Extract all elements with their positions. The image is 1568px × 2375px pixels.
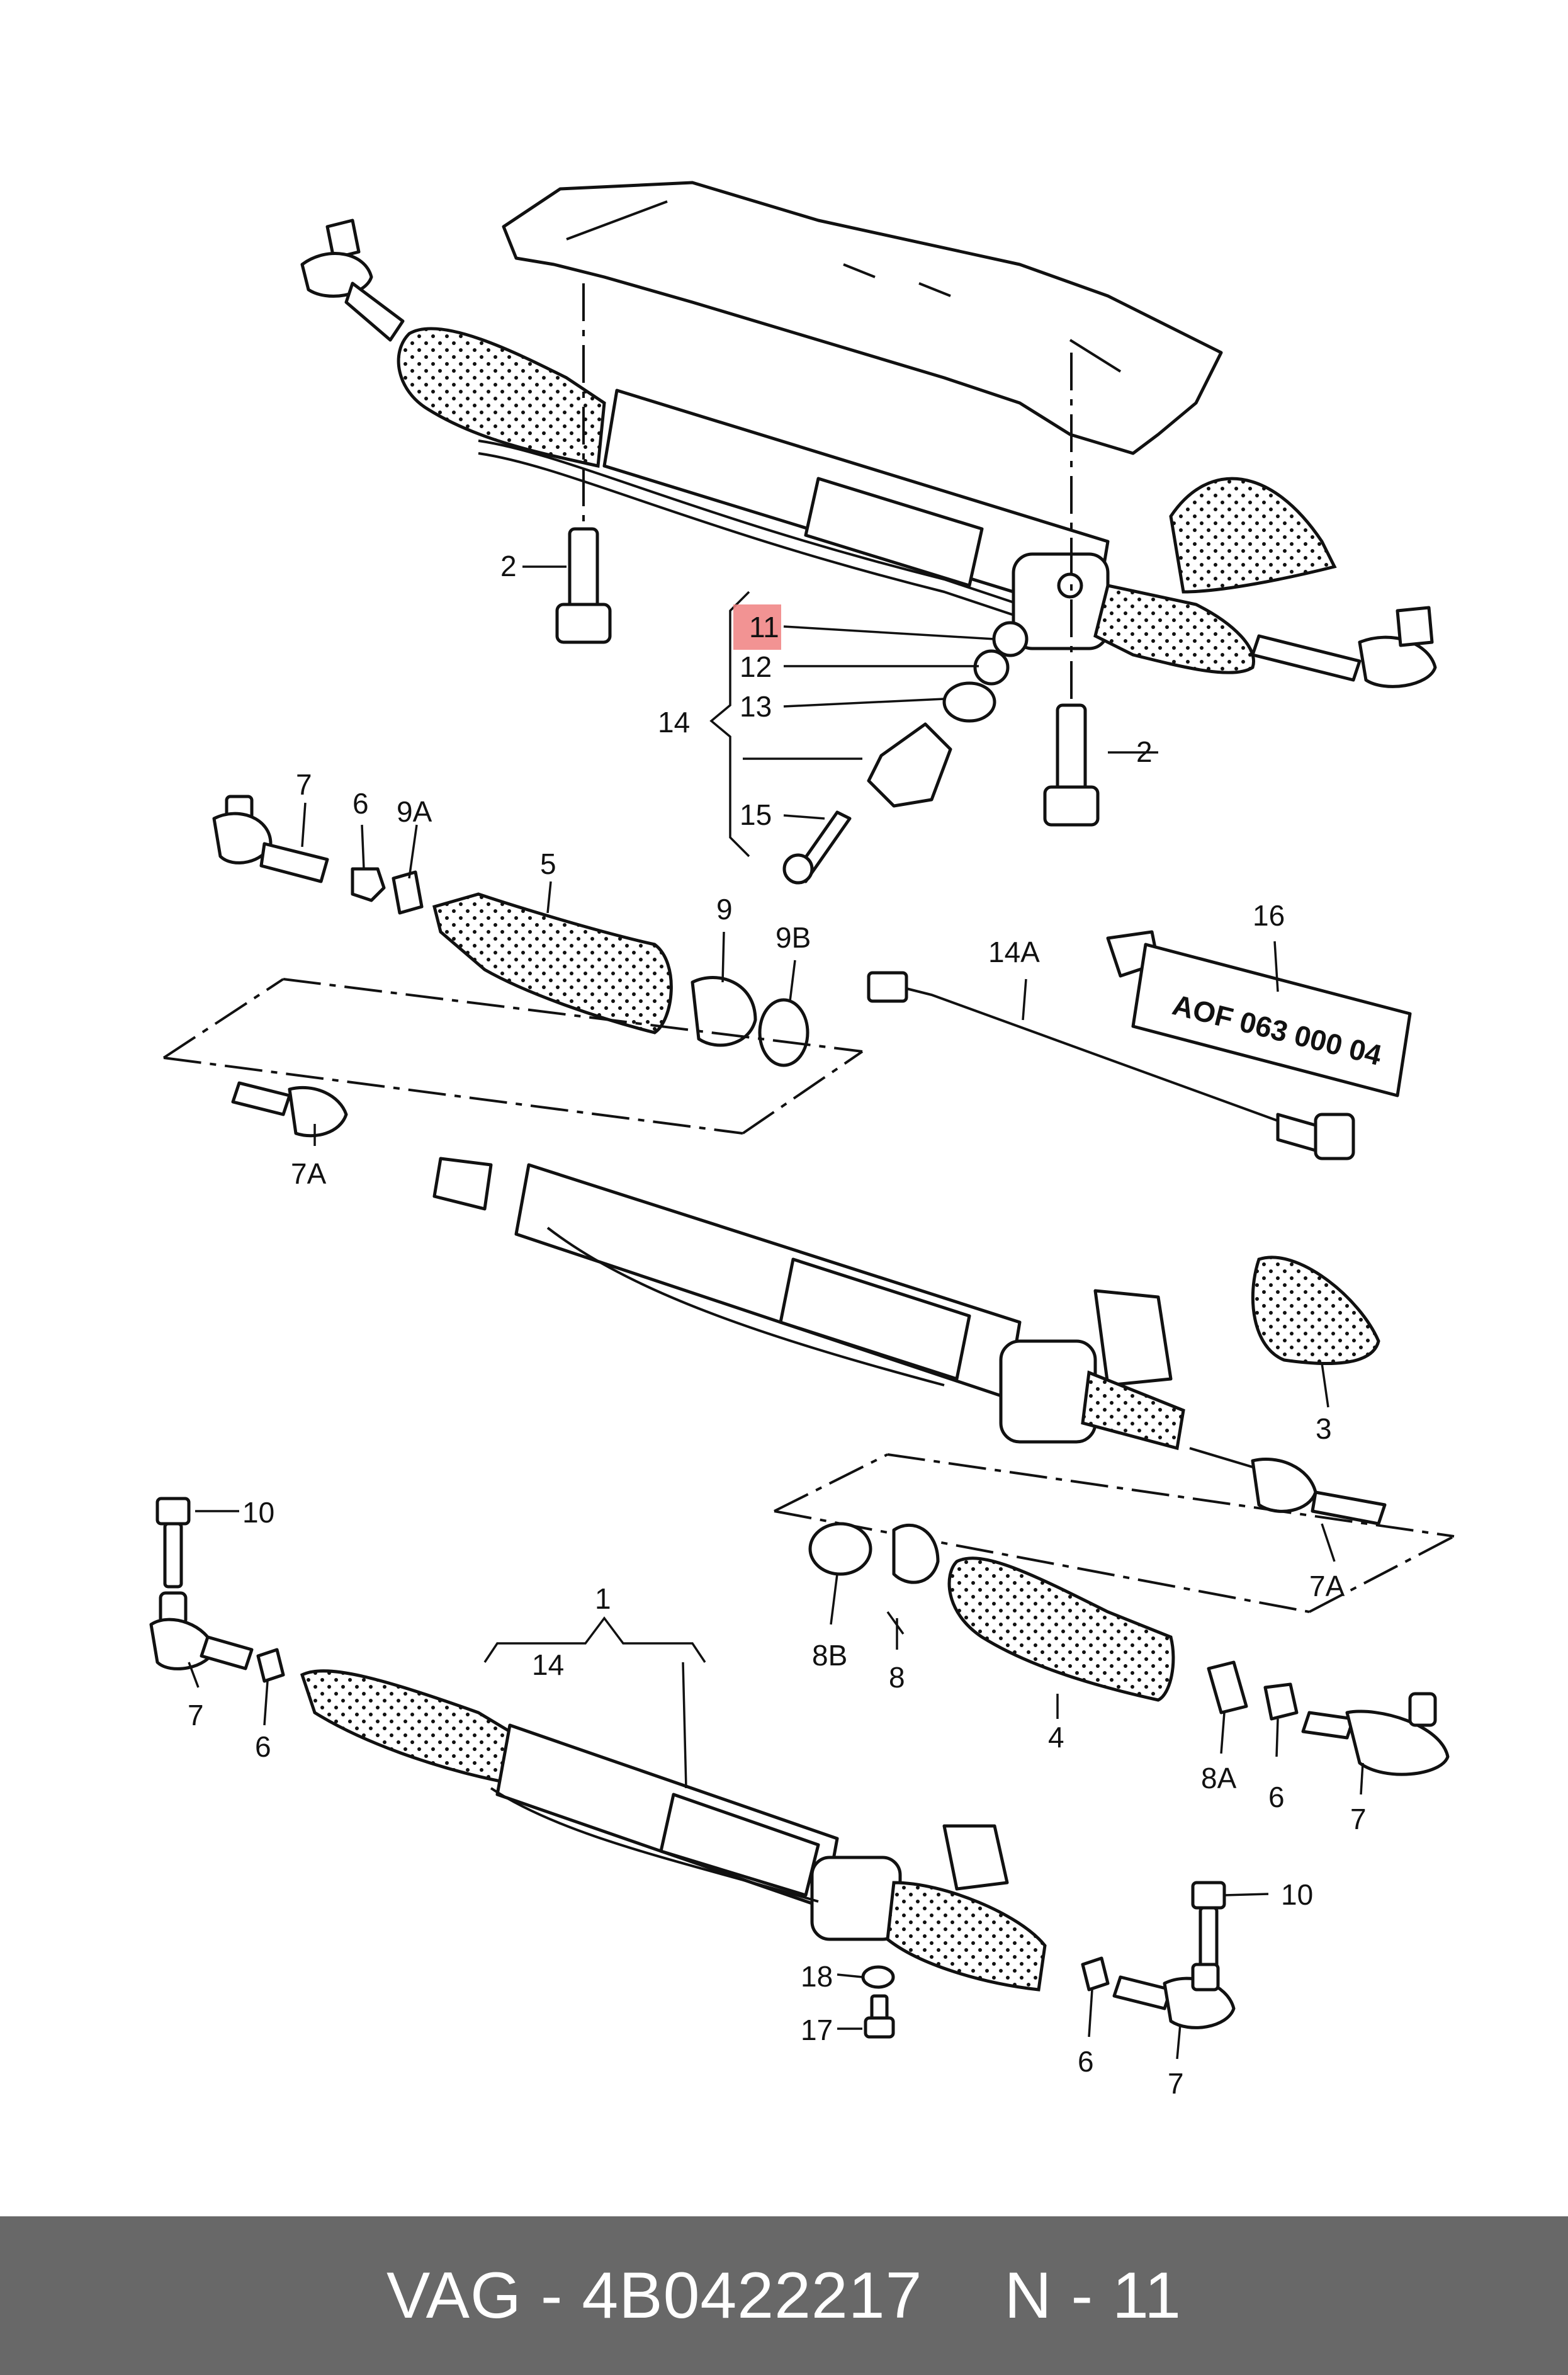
label-7A-top: 7A: [291, 1157, 327, 1190]
ring-12: [973, 649, 1010, 686]
tie-rod-7-bottom: [1112, 1963, 1236, 2029]
tie-rod-end-7A-top: [231, 1081, 348, 1138]
ring-13: [942, 681, 996, 723]
tie-rod-top-right: [1251, 606, 1437, 688]
label-7-bottom: 7: [1168, 2067, 1184, 2100]
label-7-mid: 7: [296, 768, 312, 801]
label-13: 13: [740, 690, 772, 723]
label-9A: 9A: [397, 795, 432, 828]
leader-lines: [188, 565, 1364, 2060]
clamp-8A: [1207, 1660, 1248, 1715]
label-3: 3: [1316, 1412, 1332, 1445]
label-11: 11: [749, 611, 779, 643]
nut-6-left: [256, 1648, 285, 1683]
label-8: 8: [889, 1661, 905, 1694]
label-7-left: 7: [188, 1699, 204, 1732]
label-9B: 9B: [776, 921, 811, 954]
label-2-left: 2: [500, 550, 517, 582]
bellows-5: [432, 892, 673, 1034]
seal-11: [992, 621, 1029, 657]
label-10-bottom: 10: [1281, 1878, 1313, 1911]
bolt-2-right: [1043, 703, 1100, 827]
cable-14A: [867, 971, 1355, 1160]
washer-18: [861, 1965, 895, 1989]
callout-labels: 11 12 13 14 15 2 2 7 6 9A 5 9 9B 14A 16 …: [188, 550, 1367, 2100]
highlight-11: [733, 604, 781, 650]
label-10-top: 10: [242, 1496, 274, 1529]
label-2-right: 2: [1136, 735, 1153, 768]
label-14-bottom: 14: [532, 1648, 564, 1681]
boot-3: [1251, 1256, 1380, 1366]
label-6-right: 6: [1268, 1781, 1285, 1813]
label-5: 5: [540, 847, 556, 880]
clamp-9: [691, 976, 757, 1047]
tie-rod-7: [212, 795, 329, 883]
part-number: VAG - 4B0422217: [386, 2259, 923, 2332]
label-6-bottom: 6: [1078, 2045, 1094, 2078]
label-8B: 8B: [812, 1639, 847, 1672]
label-6-left: 6: [255, 1730, 271, 1763]
bolt-2-left: [555, 527, 612, 644]
bellows-4: [947, 1556, 1175, 1702]
heat-shield: [502, 181, 1223, 455]
bolt-10-bottom: [1191, 1881, 1226, 1973]
bolt-10-top: [155, 1497, 191, 1589]
oring-9B: [758, 998, 809, 1067]
bellows-top-left: [397, 327, 606, 468]
label-16: 16: [1253, 899, 1285, 932]
nut-6-right: [1263, 1682, 1299, 1721]
label-15: 15: [740, 798, 772, 831]
bolt-17: [864, 1994, 895, 2039]
label-14A: 14A: [988, 936, 1040, 968]
label-1: 1: [595, 1582, 611, 1615]
label-6-mid: 6: [353, 787, 369, 820]
footer-bar: VAG - 4B0422217 N - 11: [0, 2216, 1568, 2375]
label-18: 18: [801, 1960, 833, 1993]
label-9: 9: [716, 893, 733, 926]
label-8A: 8A: [1201, 1762, 1237, 1794]
boot-top-cap: [1169, 477, 1337, 594]
steering-rack-middle: [432, 1157, 1185, 1451]
steering-rack-bottom: [300, 1669, 1047, 1992]
nut-6-bottom: [1081, 1956, 1110, 1992]
tie-rod-top-left: [300, 218, 405, 342]
parts-diagram: AOF 063 000 04: [149, 181, 1455, 2100]
steering-rack-top: [478, 388, 1110, 650]
valve-14: [867, 722, 952, 808]
label-7A-bottom: 7A: [1309, 1570, 1345, 1602]
nut-6-mid: [351, 867, 386, 902]
label-12: 12: [740, 650, 772, 683]
oring-8B: [808, 1522, 872, 1576]
bellows-top-right: [1093, 584, 1255, 674]
grease-tube-16: AOF 063 000 04: [1106, 930, 1412, 1097]
label-14: 14: [658, 706, 690, 739]
tie-rod-7-right: [1301, 1692, 1450, 1776]
clamp-9A: [392, 870, 424, 915]
clamp-8: [892, 1523, 940, 1584]
tie-rod-7-left: [149, 1591, 254, 1670]
page-reference: N - 11: [1004, 2259, 1182, 2332]
label-4: 4: [1048, 1721, 1064, 1754]
label-7-right: 7: [1350, 1803, 1367, 1835]
label-17: 17: [801, 2014, 833, 2046]
